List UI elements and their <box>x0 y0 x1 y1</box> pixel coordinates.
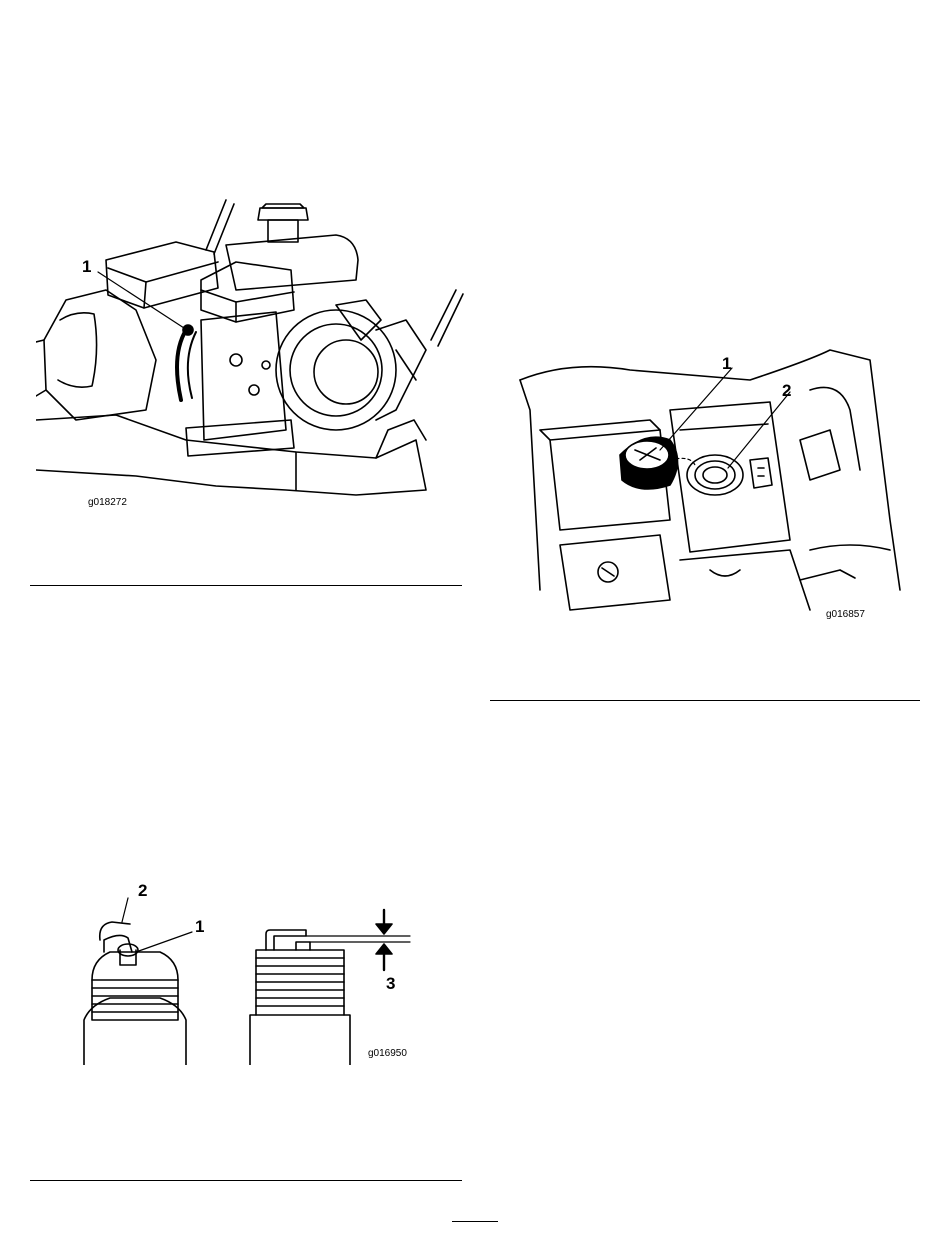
page-number-rule <box>452 1221 498 1222</box>
fuel-cap-callout-2: 2 <box>782 382 791 399</box>
divider-right <box>490 700 920 701</box>
engine-callout-1: 1 <box>82 258 91 275</box>
engine-figure-code: g018272 <box>88 498 127 508</box>
spark-plug-figure-code: g016950 <box>368 1049 407 1059</box>
figure-fuel-cap <box>510 320 910 620</box>
fuel-cap-callout-1: 1 <box>722 355 731 372</box>
spark-plug-callout-3: 3 <box>386 975 395 992</box>
engine-illustration <box>36 190 466 520</box>
spark-plug-illustration <box>70 880 420 1065</box>
fuel-cap-illustration <box>510 320 910 620</box>
divider-left-top <box>30 585 462 586</box>
spark-plug-callout-2: 2 <box>138 882 147 899</box>
fuel-cap-figure-code: g016857 <box>826 610 865 620</box>
figure-spark-plug-gap <box>70 880 420 1065</box>
spark-plug-callout-1: 1 <box>195 918 204 935</box>
figure-engine-spark-plug-wire <box>36 190 466 520</box>
divider-left-bottom <box>30 1180 462 1181</box>
